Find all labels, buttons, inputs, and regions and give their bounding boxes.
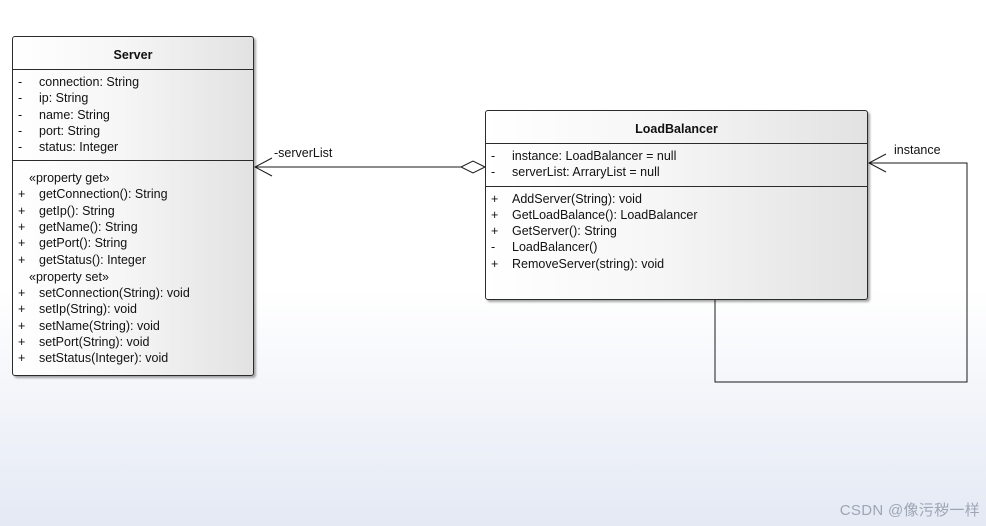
loadbalancer-class[interactable]: LoadBalancer -instance: LoadBalancer = n… — [485, 110, 868, 300]
operation: +getName(): String — [18, 220, 138, 235]
operation: +getConnection(): String — [18, 187, 168, 202]
attribute: -status: Integer — [18, 140, 119, 155]
self-association-line — [714, 162, 968, 383]
self-association-arrowhead — [867, 153, 887, 173]
operation: +setIp(String): void — [18, 302, 137, 317]
operation: +AddServer(String): void — [491, 191, 642, 206]
attribute: -port: String — [18, 123, 101, 138]
property-set-stereotype: «property set» — [29, 269, 109, 284]
operation: +GetLoadBalance(): LoadBalancer — [491, 207, 698, 222]
aggregation-arrowhead — [253, 157, 273, 177]
server-class[interactable]: Server -connection: String -ip: String -… — [12, 36, 254, 376]
attribute: -instance: LoadBalancer = null — [491, 149, 677, 163]
attribute: -ip: String — [18, 91, 89, 106]
operation: +setPort(String): void — [18, 334, 150, 349]
server-operations: «property get» +getConnection(): String … — [13, 161, 253, 371]
instance-role-label: instance — [894, 143, 941, 157]
attribute: -name: String — [18, 107, 110, 122]
loadbalancer-class-name: LoadBalancer — [486, 111, 867, 144]
loadbalancer-attributes: -instance: LoadBalancer = null -serverLi… — [486, 144, 867, 187]
watermark: CSDN @像污秽一样 — [839, 502, 980, 519]
operation: +setConnection(String): void — [18, 285, 190, 300]
attribute: -connection: String — [18, 75, 140, 89]
serverlist-role-label: -serverList — [274, 146, 333, 160]
operation: +setStatus(Integer): void — [18, 351, 169, 366]
aggregation-diamond — [459, 160, 487, 174]
operation: +getStatus(): Integer — [18, 252, 147, 267]
attribute: -serverList: ArraryList = null — [491, 165, 660, 180]
operation: +RemoveServer(string): void — [491, 256, 665, 271]
operation: +GetServer(): String — [491, 224, 617, 239]
property-get-stereotype: «property get» — [29, 171, 110, 186]
server-class-name: Server — [13, 37, 253, 70]
operation: +getIp(): String — [18, 203, 115, 218]
server-attributes: -connection: String -ip: String -name: S… — [13, 70, 253, 162]
operation: -LoadBalancer() — [491, 240, 598, 255]
operation: +setName(String): void — [18, 318, 160, 333]
loadbalancer-operations: +AddServer(String): void +GetLoadBalance… — [486, 187, 867, 277]
operation: +getPort(): String — [18, 236, 128, 251]
